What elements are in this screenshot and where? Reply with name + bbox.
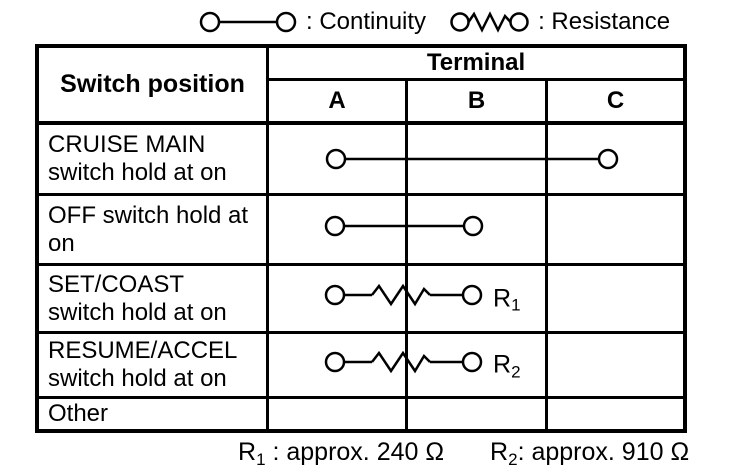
row-label-cruise-main: CRUISE MAIN switch hold at on	[39, 125, 266, 193]
continuity-symbol-a-to-b	[269, 196, 683, 263]
header-terminal-c: C	[606, 87, 625, 114]
row-label-line: OFF switch hold at	[48, 201, 249, 229]
table-grid-line	[39, 263, 683, 266]
table-grid-line	[39, 331, 683, 334]
row-label-line: switch hold at on	[48, 298, 227, 326]
row-label-resume-accel: RESUME/ACCEL switch hold at on	[39, 334, 266, 396]
resistor-label-r2: R2	[493, 350, 521, 382]
footer-r2-note: R2: approx. 910 Ω	[490, 438, 690, 469]
header-terminal: Terminal	[426, 49, 526, 76]
resistance-symbol-a-to-b: R2	[269, 334, 683, 396]
footer-r1-note: R1 : approx. 240 Ω	[238, 438, 445, 469]
header-terminal-b: B	[467, 87, 486, 114]
legend: : Continuity : Resistance	[198, 5, 670, 39]
legend-continuity-label: : Continuity	[306, 8, 427, 35]
table-grid-line	[405, 78, 408, 429]
row-label-off: OFF switch hold at on	[39, 196, 266, 263]
row-label-line: RESUME/ACCEL	[48, 337, 238, 364]
resistance-symbol-a-to-b: R1	[269, 266, 683, 331]
table-grid-line	[39, 396, 683, 399]
table-grid-line	[545, 78, 548, 429]
header-terminal-a: A	[328, 87, 346, 114]
table-grid-line	[266, 48, 269, 429]
row-label-other: Other	[39, 399, 266, 429]
table-grid-line	[39, 193, 683, 196]
row-label-line: switch hold at on	[48, 365, 227, 392]
continuity-symbol-icon	[199, 11, 297, 33]
row-label-line: SET/COAST	[48, 270, 185, 298]
header-switch-position: Switch position	[60, 70, 245, 98]
resistor-label-r1: R1	[493, 284, 521, 315]
resistance-symbol-icon	[450, 11, 529, 33]
row-label-set-coast: SET/COAST switch hold at on	[39, 266, 266, 331]
row-label-line: on	[48, 229, 75, 257]
continuity-symbol-a-to-c	[269, 125, 683, 193]
legend-resistance-label: : Resistance	[538, 8, 671, 35]
row-label-line: CRUISE MAIN	[48, 131, 206, 158]
resistor-values-note: R1 : approx. 240 Ω R2: approx. 910 Ω	[238, 438, 690, 469]
table-grid-line	[266, 78, 683, 81]
row-label-line: Other	[48, 400, 109, 427]
table-grid-line	[39, 121, 683, 125]
row-label-line: switch hold at on	[48, 159, 227, 186]
continuity-table: Switch position Terminal A B C CRUISE MA…	[35, 44, 687, 433]
